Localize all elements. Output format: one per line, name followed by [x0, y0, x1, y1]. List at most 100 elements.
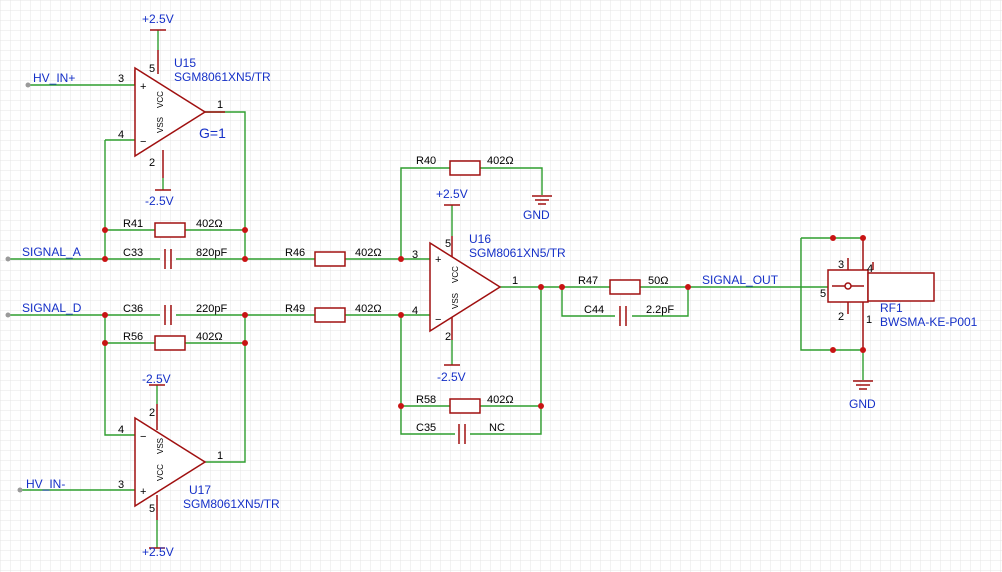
u15-ref: U15 [174, 56, 196, 70]
rf1-pin1: 1 [866, 314, 872, 326]
opamp-u15[interactable]: + − 3 4 1 5 2 VCC VSS U15 SGM8061XN5/TR [118, 50, 271, 178]
r58-ref: R58 [416, 394, 436, 406]
svg-text:GND: GND [849, 397, 876, 411]
rf1-pin2: 2 [838, 311, 844, 323]
u17-ref: U17 [189, 483, 211, 497]
capacitor-c35[interactable]: C35 NC [416, 422, 505, 444]
u17-part: SGM8061XN5/TR [183, 497, 280, 511]
u16-pin-vcc: 5 [445, 238, 451, 250]
resistor-r58[interactable]: R58 402Ω [416, 394, 514, 414]
opamp-u16[interactable]: + − 3 4 1 5 2 VCC VSS U16 SGM8061XN5/TR [412, 232, 566, 343]
svg-text:+2.5V: +2.5V [436, 187, 468, 201]
u17-vss-label: VSS [156, 438, 165, 454]
svg-text:-2.5V: -2.5V [145, 194, 174, 208]
r49-value: 402Ω [355, 303, 382, 315]
u15-pin-inn: 4 [118, 129, 124, 141]
u16-pin-inn: 4 [412, 305, 418, 317]
u15-part: SGM8061XN5/TR [174, 70, 271, 84]
c36-ref: C36 [123, 303, 143, 315]
net-signal-d: SIGNAL_D [22, 301, 82, 315]
rf1-part: BWSMA-KE-P001 [880, 315, 978, 329]
net-signal-out: SIGNAL_OUT [702, 273, 779, 287]
u17-pin-out: 1 [217, 450, 223, 462]
u17-minus-sign: − [140, 431, 146, 443]
net-hv-in-p: HV_IN+ [33, 71, 75, 85]
u15-pin-vcc: 5 [149, 63, 155, 75]
u16-pin-out: 1 [512, 275, 518, 287]
power-vpos-u16: +2.5V [436, 187, 468, 206]
c33-value: 820pF [196, 247, 227, 259]
resistor-r46[interactable]: R46 402Ω [285, 247, 382, 267]
u15-vss-label: VSS [156, 117, 165, 133]
u16-pin-inp: 3 [412, 249, 418, 261]
resistor-r41[interactable]: R41 402Ω [123, 218, 223, 238]
capacitor-c36[interactable]: C36 220pF [123, 303, 227, 325]
svg-text:GND: GND [523, 208, 550, 222]
u15-pin-vss: 2 [149, 157, 155, 169]
ground-rf1: GND [849, 380, 876, 411]
r46-ref: R46 [285, 247, 305, 259]
u15-pin-inp: 3 [118, 73, 124, 85]
u16-ref: U16 [469, 232, 491, 246]
wire-endpoints [5, 82, 31, 493]
rf1-ref: RF1 [880, 301, 903, 315]
u16-part: SGM8061XN5/TR [469, 246, 566, 260]
u17-vcc-label: VCC [156, 464, 165, 481]
junctions [102, 227, 866, 409]
rf1-pin4: 4 [867, 263, 873, 275]
opamp-u17[interactable]: − + 4 3 1 2 5 VSS VCC U17 SGM8061XN5/TR [118, 404, 280, 520]
r41-ref: R41 [123, 218, 143, 230]
c33-ref: C33 [123, 247, 143, 259]
u15-vcc-label: VCC [156, 91, 165, 108]
svg-text:+2.5V: +2.5V [142, 12, 174, 26]
u17-pin-inn: 4 [118, 424, 124, 436]
u17-plus-sign: + [140, 486, 146, 498]
resistor-r47[interactable]: R47 50Ω [578, 275, 668, 295]
r40-ref: R40 [416, 155, 436, 167]
u16-pin-vss: 2 [445, 331, 451, 343]
r58-value: 402Ω [487, 394, 514, 406]
power-vpos-u17: +2.5V [142, 545, 174, 559]
u17-pin-inp: 3 [118, 479, 124, 491]
net-hv-in-n: HV_IN- [26, 477, 65, 491]
u16-minus-sign: − [435, 314, 441, 326]
u16-plus-sign: + [435, 254, 441, 266]
u15-plus-sign: + [140, 81, 146, 93]
r47-ref: R47 [578, 275, 598, 287]
capacitor-c44[interactable]: C44 2.2pF [584, 304, 674, 326]
r46-value: 402Ω [355, 247, 382, 259]
u16-vss-label: VSS [451, 293, 460, 309]
capacitor-c33[interactable]: C33 820pF [123, 247, 227, 269]
u15-pin-out: 1 [217, 99, 223, 111]
power-vpos-u15: +2.5V [142, 12, 174, 31]
resistor-r56[interactable]: R56 402Ω [123, 331, 223, 351]
u15-minus-sign: − [140, 136, 146, 148]
net-labels: HV_IN+ HV_IN- SIGNAL_A SIGNAL_D SIGNAL_O… [22, 71, 779, 491]
svg-text:-2.5V: -2.5V [142, 372, 171, 386]
r56-value: 402Ω [196, 331, 223, 343]
power-vneg-u17: -2.5V [142, 372, 171, 386]
r56-ref: R56 [123, 331, 143, 343]
net-signal-a: SIGNAL_A [22, 245, 81, 259]
r41-value: 402Ω [196, 218, 223, 230]
svg-text:-2.5V: -2.5V [437, 370, 466, 384]
u17-pin-vcc: 5 [149, 503, 155, 515]
c36-value: 220pF [196, 303, 227, 315]
c35-value: NC [489, 422, 505, 434]
resistor-r40[interactable]: R40 402Ω [416, 155, 514, 176]
power-vneg-u16: -2.5V [437, 364, 466, 384]
r49-ref: R49 [285, 303, 305, 315]
gain-note: G=1 [199, 125, 226, 141]
c35-ref: C35 [416, 422, 436, 434]
connector-rf1[interactable]: 3 4 5 2 1 RF1 BWSMA-KE-P001 [820, 238, 978, 350]
u16-vcc-label: VCC [451, 266, 460, 283]
svg-text:+2.5V: +2.5V [142, 545, 174, 559]
ground-r40: GND [523, 195, 552, 222]
rf1-pin3: 3 [838, 259, 844, 271]
r40-value: 402Ω [487, 155, 514, 167]
resistor-r49[interactable]: R49 402Ω [285, 303, 382, 323]
r47-value: 50Ω [648, 275, 668, 287]
c44-value: 2.2pF [646, 304, 674, 316]
rf1-pin5: 5 [820, 288, 826, 300]
